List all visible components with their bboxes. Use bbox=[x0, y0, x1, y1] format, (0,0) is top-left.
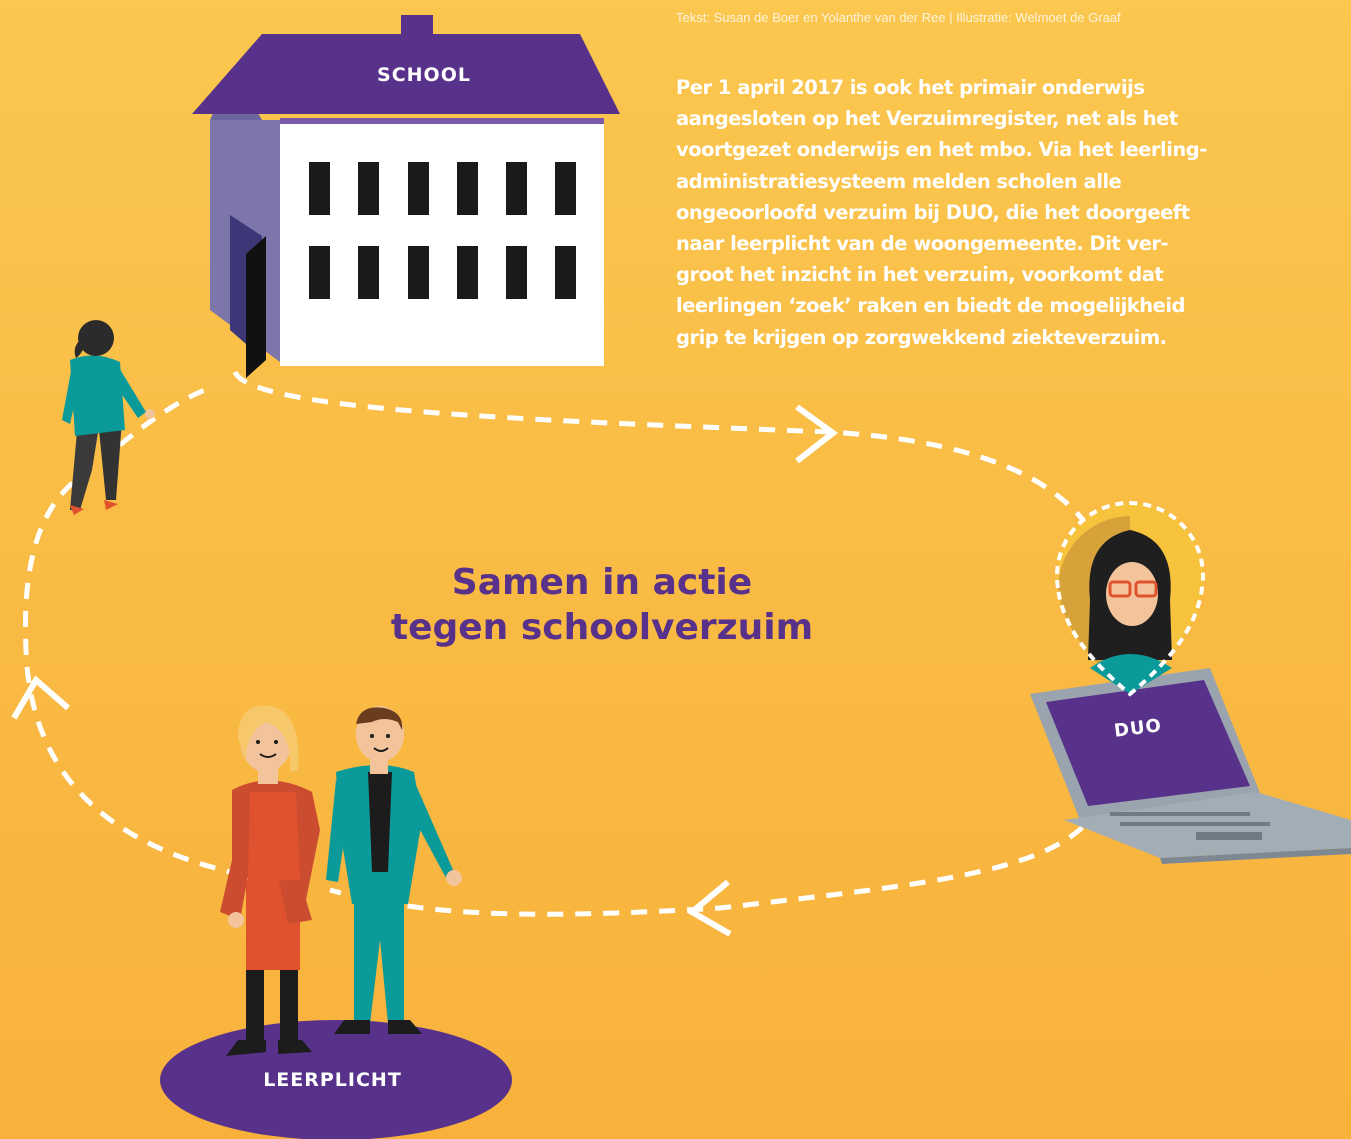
intro-line: naar leerplicht van de woongemeente. Dit… bbox=[676, 232, 1169, 256]
school-building bbox=[192, 15, 620, 378]
title-line: Samen in actie bbox=[451, 562, 753, 603]
intro-line: voortgezet onderwijs en het mbo. Via het… bbox=[676, 138, 1207, 162]
intro-line: aangesloten op het Verzuimregister, net … bbox=[676, 107, 1178, 131]
arrow-up-icon bbox=[11, 675, 70, 720]
student-figure bbox=[62, 320, 155, 515]
arrow-right-icon bbox=[795, 404, 839, 464]
duo-laptop bbox=[1030, 668, 1351, 864]
school-label: SCHOOL bbox=[377, 64, 471, 86]
man-figure bbox=[326, 706, 462, 1034]
intro-line: grip te krijgen op zorgwekkend ziektever… bbox=[676, 325, 1167, 349]
intro-paragraph: Per 1 april 2017 is ook het primair onde… bbox=[676, 72, 1276, 353]
page-title: Samen in actie tegen schoolverzuim bbox=[300, 560, 904, 650]
leerplicht-label: LEERPLICHT bbox=[263, 1069, 402, 1091]
credit-line: Tekst: Susan de Boer en Yolanthe van der… bbox=[676, 10, 1121, 25]
intro-line: groot het inzicht in het verzuim, voorko… bbox=[676, 263, 1164, 287]
intro-line: administratiesysteem melden scholen alle bbox=[676, 169, 1122, 193]
intro-line: Per 1 april 2017 is ook het primair onde… bbox=[676, 76, 1145, 99]
intro-line: leerlingen ‘zoek’ raken en biedt de moge… bbox=[676, 294, 1186, 318]
flow-path bbox=[22, 370, 1113, 917]
title-line: tegen schoolverzuim bbox=[390, 607, 814, 648]
intro-line: ongeoorloofd verzuim bij DUO, die het do… bbox=[676, 200, 1190, 224]
duo-avatar bbox=[1055, 500, 1205, 697]
arrow-left-icon bbox=[686, 879, 732, 937]
woman-figure bbox=[220, 705, 320, 1056]
school-windows bbox=[309, 162, 576, 299]
